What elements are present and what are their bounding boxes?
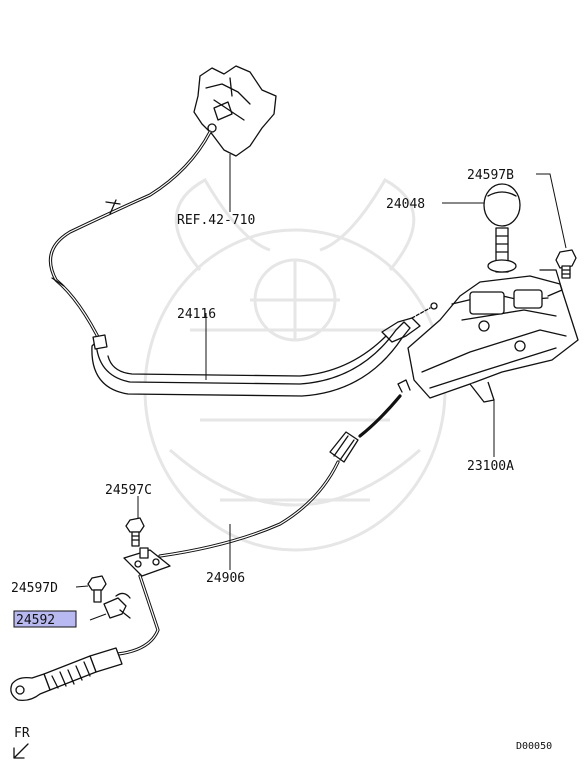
- part-23100a-label[interactable]: 23100A: [467, 459, 514, 474]
- watermark-emblem: [143, 177, 447, 552]
- front-direction: FR: [13, 726, 30, 759]
- shift-cable-24116: [48, 130, 438, 397]
- part-24048-label[interactable]: 24048: [386, 197, 425, 212]
- part-24597c-label[interactable]: 24597C: [105, 483, 152, 498]
- part-24592-label[interactable]: 24592: [16, 613, 55, 628]
- select-cable-24906: [10, 379, 411, 702]
- highlight-box: [13, 610, 77, 628]
- bolt-24597b: [555, 249, 577, 279]
- clip-24592: [103, 592, 131, 619]
- part-24906-label[interactable]: 24906: [206, 571, 245, 586]
- part-24597d-label[interactable]: 24597D: [11, 581, 58, 596]
- bolt-24597c: [125, 517, 145, 547]
- front-arrow-icon: [13, 743, 29, 759]
- diagram-code: D00050: [516, 741, 552, 752]
- part-24597b-label[interactable]: 24597B: [467, 168, 514, 183]
- front-label: FR: [14, 726, 30, 741]
- leader-lines: [75, 154, 567, 621]
- shift-lever-assembly-23100a: [407, 227, 579, 403]
- part-24116-label[interactable]: 24116: [177, 307, 216, 322]
- bolt-24597d: [87, 575, 107, 603]
- transmission-case: [193, 65, 277, 157]
- ref-label: REF.42-710: [177, 213, 255, 228]
- shift-knob-24048: [483, 183, 521, 227]
